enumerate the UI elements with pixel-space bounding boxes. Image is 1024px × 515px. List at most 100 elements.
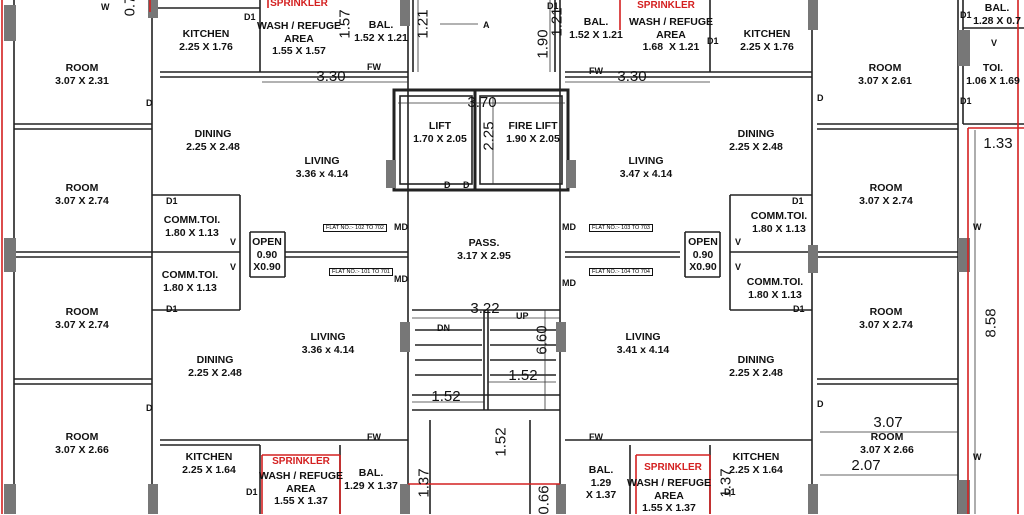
- window-tag: W: [101, 2, 110, 12]
- door-tag: D1: [724, 487, 736, 497]
- vertical-dimension-label: 0.7: [121, 0, 139, 17]
- door-tag: D: [146, 98, 153, 108]
- flat-number-tag: FLAT NO.:- 103 TO 703: [589, 224, 653, 232]
- door-tag: D1: [547, 1, 559, 11]
- door-tag: D: [146, 403, 153, 413]
- door-tag: D1: [960, 10, 972, 20]
- sprinkler-label: SPRINKLER: [637, 0, 695, 11]
- comm-toilet-label: COMM.TOI.1.80 X 1.13: [161, 269, 219, 294]
- ventilator-tag: V: [735, 262, 742, 272]
- door-tag: D: [817, 93, 824, 103]
- vertical-dimension-label: 0.66: [535, 485, 553, 515]
- vertical-dimension-label: 1.37: [415, 468, 433, 498]
- dimension-label: 3.30: [617, 68, 647, 85]
- door-tag: D1: [792, 196, 804, 206]
- door-tag: D: [817, 399, 824, 409]
- stair-up-tag: UP: [516, 311, 529, 321]
- main-door-tag: MD: [394, 274, 408, 284]
- vertical-dimension-label: 1.21: [548, 7, 566, 37]
- vertical-dimension-label: 1.57: [336, 9, 354, 39]
- door-tag: D1: [244, 12, 256, 22]
- door-tag: D1: [707, 36, 719, 46]
- vertical-dimension-label: 1.21: [414, 9, 432, 39]
- dimension-label: 2.07: [851, 457, 881, 474]
- window-tag: W: [973, 222, 982, 232]
- main-door-tag: MD: [562, 278, 576, 288]
- ventilator-tag: V: [991, 38, 998, 48]
- ventilator-tag: V: [230, 237, 237, 247]
- toilet-label: TOI.1.06 X 1.69: [966, 62, 1020, 87]
- door-tag: D1: [246, 487, 258, 497]
- flat-number-tag: FLAT NO.:- 102 TO 702: [323, 224, 387, 232]
- arrow-tag: A: [483, 20, 490, 30]
- door-tag: D: [463, 180, 470, 190]
- door-tag: D1: [166, 196, 178, 206]
- dimension-label: 1.33: [983, 135, 1013, 152]
- dimension-label: 3.30: [316, 68, 346, 85]
- french-window-tag: FW: [589, 432, 603, 442]
- comm-toilet-label: COMM.TOI.1.80 X 1.13: [746, 276, 804, 301]
- door-tag: D1: [793, 304, 805, 314]
- sprinkler-label: SPRINKLER: [270, 0, 328, 9]
- french-window-tag: FW: [367, 62, 381, 72]
- flat-number-tag: FLAT NO.:- 104 TO 704: [589, 268, 653, 276]
- french-window-tag: FW: [589, 66, 603, 76]
- balcony-label: BAL.1.52 X 1.21: [569, 16, 623, 41]
- vertical-dimension-label: 8.58: [982, 308, 1000, 338]
- sprinkler-label: SPRINKLER: [644, 462, 702, 473]
- dimension-label: 3.22: [470, 300, 500, 317]
- ventilator-tag: V: [735, 237, 742, 247]
- flat-number-tag: FLAT NO.:- 101 TO 701: [329, 268, 393, 276]
- balcony-label: BAL.1.29 X 1.37: [585, 464, 617, 501]
- window-tag: W: [973, 452, 982, 462]
- vertical-dimension-label: 6.60: [533, 325, 551, 355]
- stair-down-tag: DN: [437, 323, 450, 333]
- ventilator-tag: V: [230, 262, 237, 272]
- vertical-dimension-label: 2.25: [480, 121, 498, 151]
- vertical-dimension-label: 1.52: [492, 427, 510, 457]
- door-tag: D1: [166, 304, 178, 314]
- comm-toilet-label: COMM.TOI.1.80 X 1.13: [163, 214, 221, 239]
- dimension-label: 1.52: [508, 367, 538, 384]
- main-door-tag: MD: [394, 222, 408, 232]
- balcony-label: BAL.1.52 X 1.21: [354, 19, 408, 44]
- balcony-label: BAL.1.28 X 0.7: [973, 2, 1021, 27]
- door-tag: D1: [960, 96, 972, 106]
- dimension-label: 3.07: [873, 414, 903, 431]
- main-door-tag: MD: [562, 222, 576, 232]
- dimension-label: 3.70: [467, 94, 497, 111]
- passage-label: PASS.3.17 X 2.95: [457, 237, 511, 262]
- door-tag: D: [444, 180, 451, 190]
- balcony-label: BAL.1.29 X 1.37: [344, 467, 398, 492]
- comm-toilet-label: COMM.TOI.1.80 X 1.13: [750, 210, 808, 235]
- dimension-label: 1.52: [431, 388, 461, 405]
